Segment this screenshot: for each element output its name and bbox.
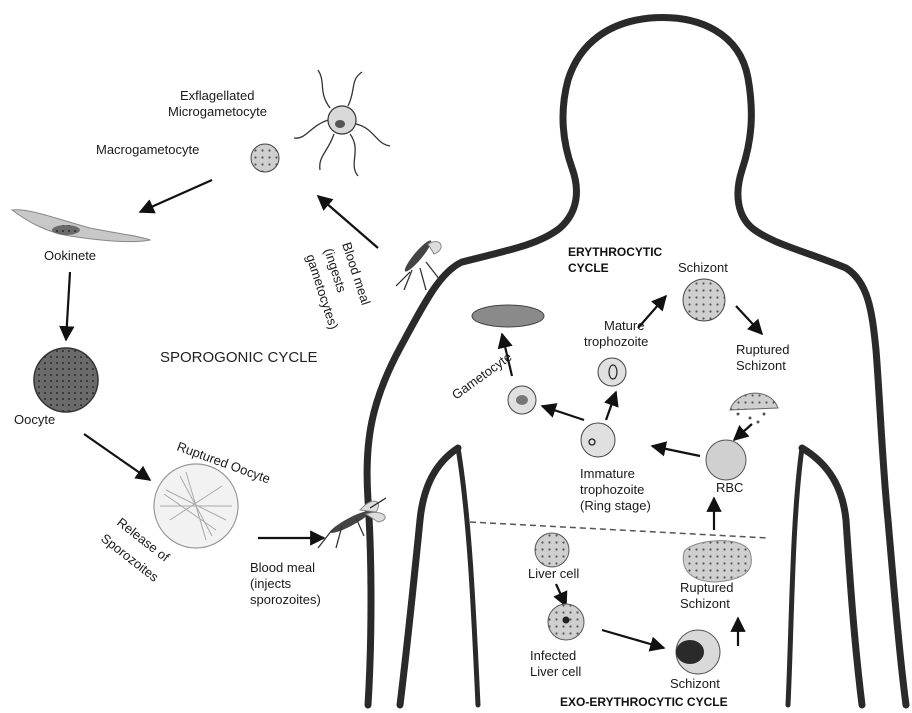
rbc-label: RBC <box>716 480 743 495</box>
arrow-ookinete-to-oocyte <box>66 272 70 340</box>
ruptured-rbc-label-1: Ruptured <box>736 342 789 357</box>
arrow-schizont-to-ruptured <box>736 306 762 334</box>
human-body-outline <box>367 18 906 706</box>
arrow-macro-to-ookinete <box>140 180 212 212</box>
exflagellated-label-1: Exflagellated <box>180 88 254 103</box>
liver-blood-divider <box>470 522 768 538</box>
immature-label-2: trophozoite <box>580 482 644 497</box>
sporogonic-cycle-label: SPOROGONIC CYCLE <box>160 349 318 366</box>
liver-ruptured-label-2: Schizont <box>680 596 730 611</box>
exflagellated-label-2: Microgametocyte <box>168 104 267 119</box>
mosquito-ingest-icon <box>396 238 441 290</box>
arrow-ruptured-to-rbc <box>734 424 752 440</box>
liver-schizont-label: Schizont <box>670 676 720 691</box>
arrow-liver-to-infected <box>556 584 566 606</box>
ruptured-oocyte-icon <box>154 464 238 548</box>
blood-meal-inject-1: Blood meal <box>250 560 315 575</box>
immature-label-3: (Ring stage) <box>580 498 651 513</box>
arrow-mosquito-to-gametocytes <box>318 196 378 248</box>
liver-cell-label: Liver cell <box>528 566 579 581</box>
mature-label-1: Mature <box>604 318 644 333</box>
microgametocyte-icon <box>294 70 390 176</box>
rbc-icon <box>706 440 746 480</box>
blood-meal-inject-3: sporozoites) <box>250 592 321 607</box>
ookinete-icon <box>12 210 150 242</box>
gametocyte-rbc-parasite-icon <box>516 395 528 405</box>
arrow-rbc-to-immature <box>652 446 700 456</box>
schizont-label: Schizont <box>678 260 728 275</box>
ruptured-rbc-label-2: Schizont <box>736 358 786 373</box>
infected-liver-parasite-icon <box>563 617 570 624</box>
mosquito-inject-icon <box>318 498 386 548</box>
schizont-rbc-icon <box>683 279 725 321</box>
liver-ruptured-label-1: Ruptured <box>680 580 733 595</box>
arrow-infected-to-schizont <box>602 630 664 648</box>
oocyte-label: Oocyte <box>14 412 55 427</box>
exo-erythrocytic-label: EXO-ERYTHROCYTIC CYCLE <box>560 695 728 709</box>
ruptured-schizont-rbc-icon <box>730 393 778 423</box>
arrow-oocyte-to-ruptured <box>84 434 150 480</box>
arrow-immature-to-gametocyte <box>542 406 584 420</box>
macrogametocyte-label: Macrogametocyte <box>96 142 199 157</box>
mature-label-2: trophozoite <box>584 334 648 349</box>
oocyte-icon <box>34 348 98 412</box>
macrogametocyte-icon <box>251 144 279 172</box>
ookinete-label: Ookinete <box>44 248 96 263</box>
erythrocytic-label-1: ERYTHROCYTIC <box>568 245 663 259</box>
infected-label-2: Liver cell <box>530 664 581 679</box>
erythrocytic-label-2: CYCLE <box>568 261 609 275</box>
immature-trophozoite-icon <box>581 423 615 457</box>
immature-label-1: Immature <box>580 466 635 481</box>
blood-meal-inject-2: (injects <box>250 576 292 591</box>
liver-schizont-icon <box>676 630 720 674</box>
infected-label-1: Infected <box>530 648 576 663</box>
ruptured-liver-schizont-icon <box>683 541 751 582</box>
gametocyte-label: Gametocyte <box>449 349 515 402</box>
liver-cell-icon <box>535 533 569 567</box>
mature-trophozoite-icon <box>598 358 626 386</box>
gametocyte-crescent-icon <box>472 305 544 327</box>
arrow-immature-to-mature <box>606 392 616 420</box>
